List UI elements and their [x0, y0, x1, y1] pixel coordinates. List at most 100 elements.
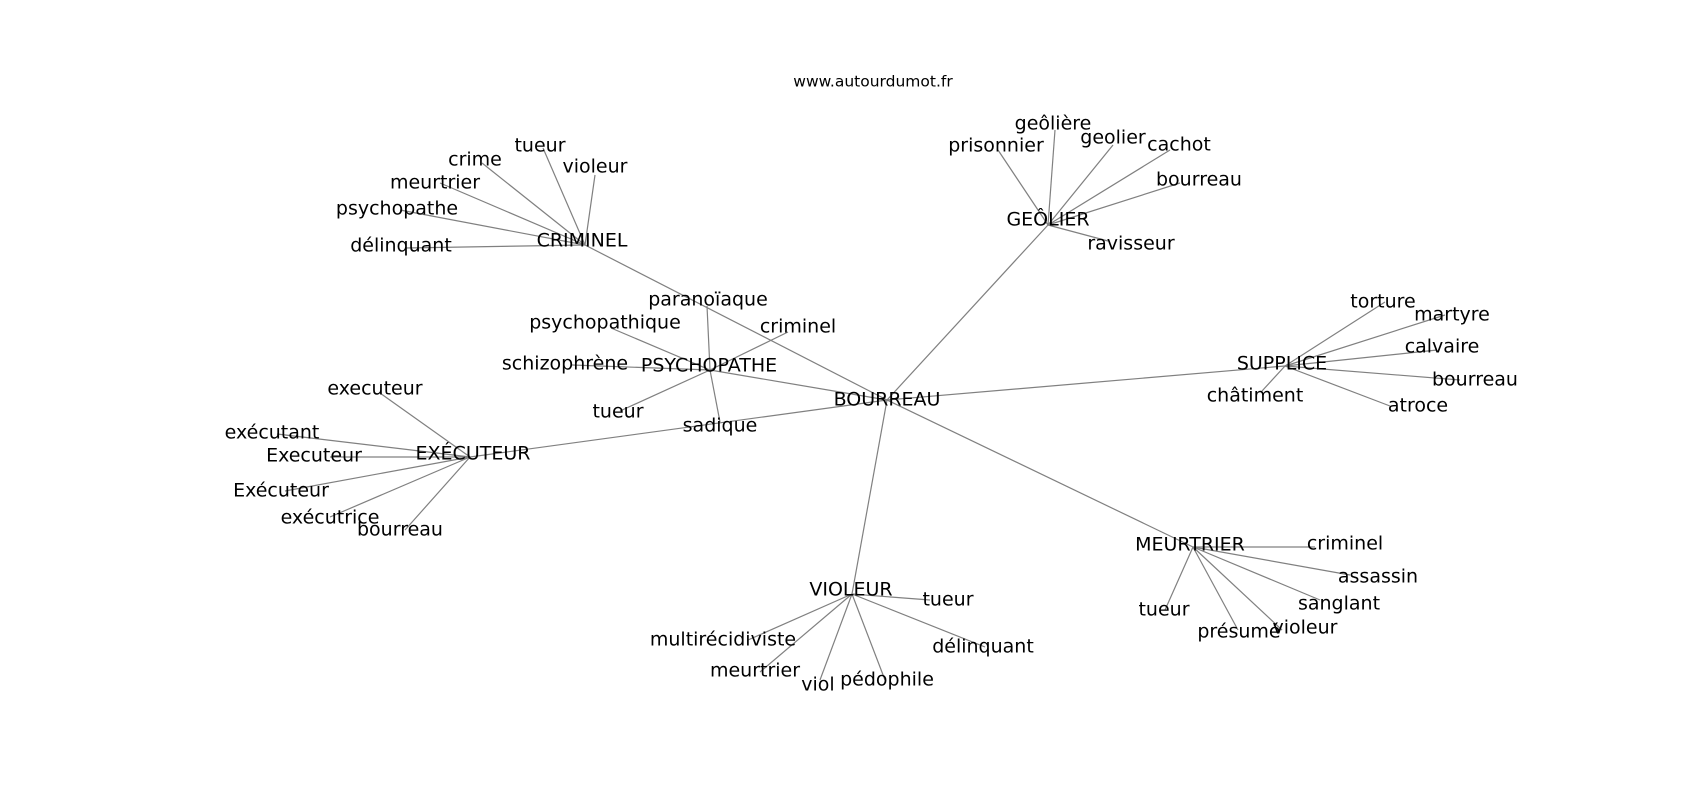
edge-psychopathe-paranoiaque: [706, 305, 711, 371]
leaf-node-meurtrier-assassin: assassin: [1338, 566, 1418, 588]
leaf-node-meurtrier-presume: présumé: [1197, 621, 1280, 643]
edge-geolier-geoliere: [1047, 129, 1056, 226]
leaf-node-supplice-calvaire: calvaire: [1405, 336, 1480, 358]
leaf-node-psychopathe-schizophrene: schizophrène: [502, 353, 628, 375]
edge-center-psychopathe: [709, 369, 888, 401]
edge-meurtrier-presume: [1192, 546, 1239, 631]
leaf-node-violeur-delinquant: délinquant: [932, 636, 1034, 658]
edge-executeur-bourreau: [404, 456, 471, 531]
edge-violeur-tueur: [851, 593, 931, 601]
edge-supplice-chatiment: [1261, 365, 1286, 392]
leaf-node-executeur-executeur: Executeur: [266, 445, 362, 467]
edge-center-executeur: [469, 399, 888, 458]
leaf-node-psychopathe-tueur: tueur: [592, 401, 643, 423]
edge-psychopathe-psychopathique: [610, 327, 711, 371]
edge-executeur-executeur: [379, 392, 471, 458]
leaf-node-executeur-executeur: Exécuteur: [233, 480, 329, 502]
edge-center-geolier: [886, 224, 1049, 401]
leaf-node-psychopathe-criminel: criminel: [760, 316, 836, 338]
edge-criminel-delinquant: [404, 244, 586, 249]
leaf-node-geolier-ravisseur: ravisseur: [1087, 233, 1175, 255]
edge-supplice-bourreau: [1284, 365, 1461, 381]
leaf-node-violeur-pedophile: pédophile: [840, 669, 934, 691]
leaf-node-psychopathe-psychopathique: psychopathique: [529, 312, 681, 334]
center-node-bourreau: BOURREAU: [834, 389, 941, 411]
edge-meurtrier-tueur: [1164, 546, 1194, 611]
leaf-node-executeur-executeur: executeur: [327, 378, 422, 400]
leaf-node-meurtrier-violeur: violeur: [1273, 617, 1338, 639]
leaf-node-supplice-torture: torture: [1350, 291, 1415, 313]
edge-violeur-viol: [819, 593, 853, 681]
leaf-node-supplice-atroce: atroce: [1388, 395, 1448, 417]
leaf-node-executeur-executrice: exécutrice: [281, 507, 380, 529]
leaf-node-geolier-geoliere: geôlière: [1015, 113, 1092, 135]
leaf-node-psychopathe-paranoiaque: paranoïaque: [648, 289, 768, 311]
edge-criminel-meurtrier: [439, 182, 586, 246]
leaf-node-geolier-geolier: geolier: [1080, 127, 1146, 149]
edge-geolier-prisonnier: [997, 149, 1049, 226]
leaf-node-psychopathe-sadique: sadique: [683, 415, 758, 437]
edge-meurtrier-sanglant: [1192, 546, 1321, 601]
edge-geolier-cachot: [1047, 149, 1171, 226]
leaf-node-executeur-executant: exécutant: [225, 422, 320, 444]
edge-meurtrier-assassin: [1192, 546, 1351, 576]
leaf-node-violeur-tueur: tueur: [922, 589, 973, 611]
leaf-node-executeur-bourreau: bourreau: [357, 519, 443, 541]
leaf-node-criminel-violeur: violeur: [563, 156, 628, 178]
edge-criminel-crime: [481, 162, 586, 246]
leaf-node-criminel-psychopathe: psychopathe: [336, 198, 458, 220]
edge-supplice-calvaire: [1284, 349, 1438, 367]
leaf-node-violeur-viol: viol: [801, 674, 834, 696]
graph-labels: CRIMINEL tueur crime violeur meurtrier psycho…: [225, 113, 1518, 696]
edge-supplice-martyre: [1284, 314, 1446, 367]
leaf-node-violeur-multirecidiviste: multirécidiviste: [650, 629, 796, 651]
edge-meurtrier-violeur: [1192, 546, 1283, 631]
edge-violeur-delinquant: [851, 593, 986, 648]
hub-node-psychopathe: PSYCHOPATHE: [641, 355, 777, 377]
leaf-node-meurtrier-tueur: tueur: [1138, 599, 1189, 621]
leaf-node-geolier-cachot: cachot: [1147, 134, 1211, 156]
site-label: www.autourdumot.fr: [793, 73, 953, 91]
edge-center-supplice: [886, 365, 1286, 401]
hub-node-supplice: SUPPLICE: [1237, 353, 1327, 375]
edge-supplice-torture: [1284, 301, 1386, 367]
edge-psychopathe-criminel: [709, 331, 789, 371]
edge-executeur-executeur: [284, 456, 471, 492]
leaf-node-criminel-tueur: tueur: [514, 135, 565, 157]
hub-node-meurtrier: MEURTRIER: [1135, 534, 1245, 556]
hub-node-violeur: VIOLEUR: [809, 579, 892, 601]
edge-violeur-meurtrier: [759, 593, 853, 673]
leaf-node-violeur-meurtrier: meurtrier: [710, 660, 800, 682]
edge-supplice-atroce: [1284, 365, 1391, 407]
hub-node-executeur: EXÉCUTEUR: [416, 442, 531, 465]
edge-psychopathe-tueur: [619, 369, 711, 412]
edge-violeur-pedophile: [851, 593, 886, 681]
leaf-node-criminel-delinquant: délinquant: [350, 235, 452, 257]
edge-geolier-bourreau: [1047, 182, 1181, 226]
edge-psychopathe-sadique: [709, 369, 721, 423]
edge-center-criminel: [584, 244, 888, 401]
edge-criminel-tueur: [542, 147, 586, 246]
leaf-node-geolier-prisonnier: prisonnier: [948, 135, 1044, 157]
leaf-node-geolier-bourreau: bourreau: [1156, 169, 1242, 191]
hub-node-geolier: GEÔLIER: [1006, 207, 1089, 231]
leaf-node-meurtrier-sanglant: sanglant: [1298, 593, 1380, 615]
leaf-node-criminel-crime: crime: [448, 149, 502, 171]
edge-executeur-executrice: [329, 456, 471, 518]
graph-edges: [276, 129, 1461, 681]
hub-node-criminel: CRIMINEL: [537, 230, 628, 252]
edge-center-meurtrier: [886, 399, 1194, 548]
edge-geolier-geolier: [1047, 144, 1114, 226]
edge-geolier-ravisseur: [1047, 224, 1109, 242]
leaf-node-supplice-martyre: martyre: [1414, 304, 1490, 326]
leaf-node-supplice-bourreau: bourreau: [1432, 369, 1518, 391]
edge-center-violeur: [851, 399, 888, 595]
edge-executeur-executant: [276, 433, 471, 458]
leaf-node-meurtrier-criminel: criminel: [1307, 533, 1383, 555]
edge-criminel-psychopathe: [399, 209, 586, 246]
leaf-node-supplice-chatiment: châtiment: [1207, 385, 1304, 407]
leaf-node-criminel-meurtrier: meurtrier: [390, 172, 480, 194]
edge-violeur-multirecidiviste: [747, 593, 853, 641]
edge-criminel-violeur: [584, 174, 596, 246]
